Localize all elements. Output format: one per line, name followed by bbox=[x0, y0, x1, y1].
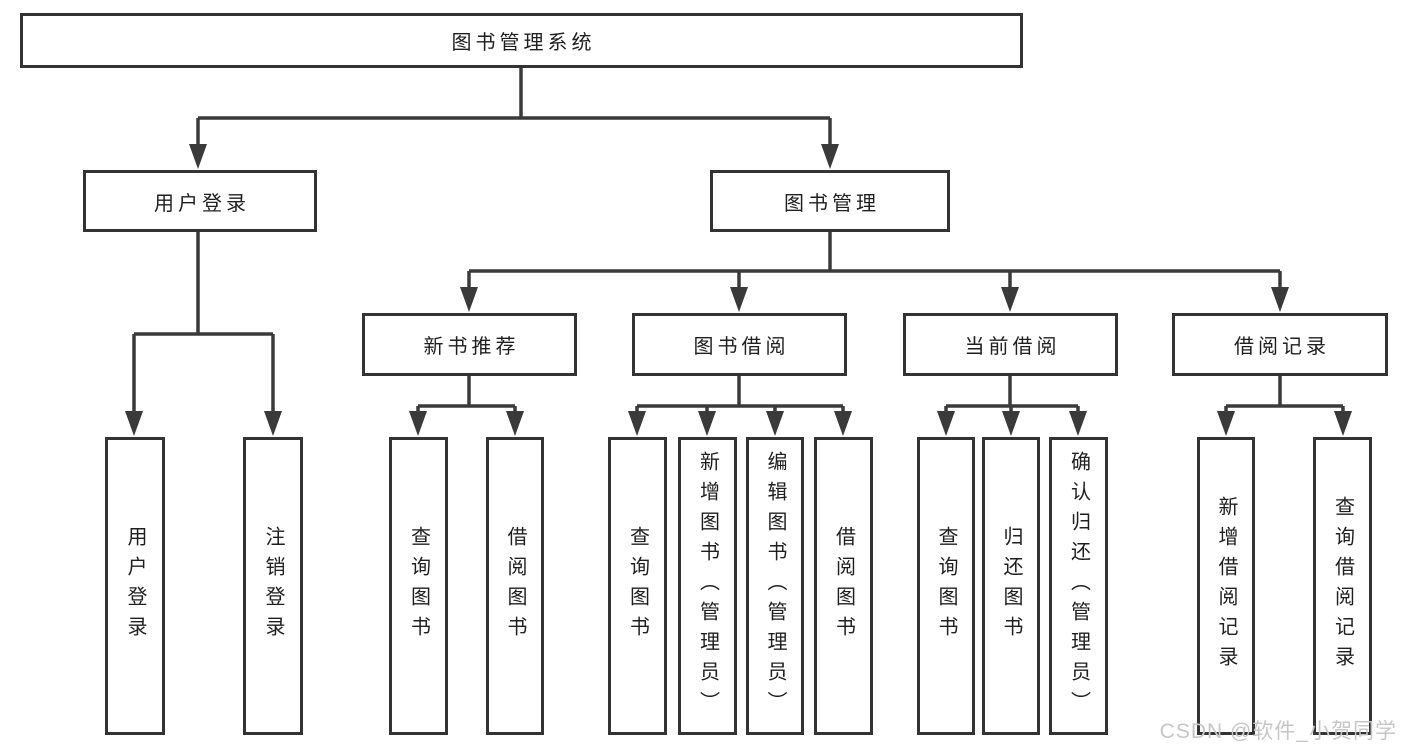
leaf-add-book-admin: 新增图书（管理员） bbox=[678, 437, 737, 735]
leaf-label: 借阅图书 bbox=[504, 526, 526, 646]
leaf-borrow-query-books: 查询图书 bbox=[608, 437, 667, 735]
leaf-newbook-borrow-books: 借阅图书 bbox=[486, 437, 544, 735]
leaf-label: 编辑图书（管理员） bbox=[764, 451, 786, 721]
leaf-return-books: 归还图书 bbox=[982, 437, 1040, 735]
edge-root-to-level2 bbox=[196, 68, 832, 146]
node-label: 图书管理系统 bbox=[451, 32, 596, 54]
edge-currentborrow-arrowheads bbox=[937, 411, 1087, 436]
leaf-user-login: 用户登录 bbox=[105, 437, 165, 735]
edge-userlogin-arrowheads bbox=[125, 411, 282, 436]
leaf-add-borrow-record: 新增借阅记录 bbox=[1197, 437, 1255, 735]
leaf-newbook-query-books: 查询图书 bbox=[389, 437, 448, 735]
edge-newbook-arrowheads bbox=[409, 411, 524, 436]
node-current-borrow: 当前借阅 bbox=[903, 313, 1118, 376]
node-book-management: 图书管理 bbox=[710, 170, 950, 232]
node-borrow-records: 借阅记录 bbox=[1172, 313, 1388, 376]
leaf-label: 查询图书 bbox=[935, 526, 957, 646]
leaf-logout: 注销登录 bbox=[243, 437, 303, 735]
node-label: 借阅记录 bbox=[1234, 336, 1330, 358]
leaf-label: 归还图书 bbox=[1000, 526, 1022, 646]
edge-bookborrow-arrowheads bbox=[628, 411, 852, 436]
edge-borrowrecords-to-leaves bbox=[1224, 376, 1345, 413]
edge-bookborrow-to-leaves bbox=[635, 376, 845, 413]
edge-bookmgmt-arrowheads bbox=[460, 287, 1289, 312]
node-label: 用户登录 bbox=[154, 192, 250, 215]
leaf-query-borrow-record: 查询借阅记录 bbox=[1313, 437, 1372, 735]
leaf-label: 确认归还（管理员） bbox=[1067, 451, 1090, 721]
node-new-book-recommend: 新书推荐 bbox=[362, 313, 577, 376]
node-label: 图书借阅 bbox=[693, 336, 790, 358]
edge-userlogin-to-leaves bbox=[132, 232, 275, 413]
leaf-label: 用户登录 bbox=[124, 526, 146, 646]
leaf-label: 新增图书（管理员） bbox=[696, 451, 719, 721]
leaf-label: 查询借阅记录 bbox=[1331, 496, 1354, 676]
edge-root-arrowheads bbox=[189, 144, 839, 169]
leaf-edit-book-admin: 编辑图书（管理员） bbox=[746, 437, 804, 735]
node-user-login: 用户登录 bbox=[83, 170, 317, 232]
leaf-current-query-books: 查询图书 bbox=[917, 437, 975, 735]
node-label: 图书管理 bbox=[784, 192, 880, 215]
leaf-confirm-return-admin: 确认归还（管理员） bbox=[1049, 437, 1108, 735]
watermark: CSDN @软件_小贺同学 bbox=[1159, 720, 1397, 743]
edge-newbook-to-leaves bbox=[416, 376, 517, 413]
leaf-label: 新增借阅记录 bbox=[1215, 496, 1237, 676]
edge-bookmgmt-to-level3 bbox=[467, 232, 1282, 289]
leaf-label: 查询图书 bbox=[626, 526, 649, 646]
node-label: 当前借阅 bbox=[964, 336, 1061, 358]
leaf-label: 注销登录 bbox=[262, 526, 284, 646]
edge-borrowrecords-arrowheads bbox=[1217, 411, 1352, 436]
node-label: 新书推荐 bbox=[423, 336, 520, 358]
node-book-borrow: 图书借阅 bbox=[632, 313, 847, 376]
leaf-borrow-books: 借阅图书 bbox=[814, 437, 873, 735]
edge-currentborrow-to-leaves bbox=[944, 376, 1080, 413]
node-root-system: 图书管理系统 bbox=[20, 13, 1023, 68]
leaf-label: 借阅图书 bbox=[832, 526, 855, 646]
leaf-label: 查询图书 bbox=[407, 526, 430, 646]
